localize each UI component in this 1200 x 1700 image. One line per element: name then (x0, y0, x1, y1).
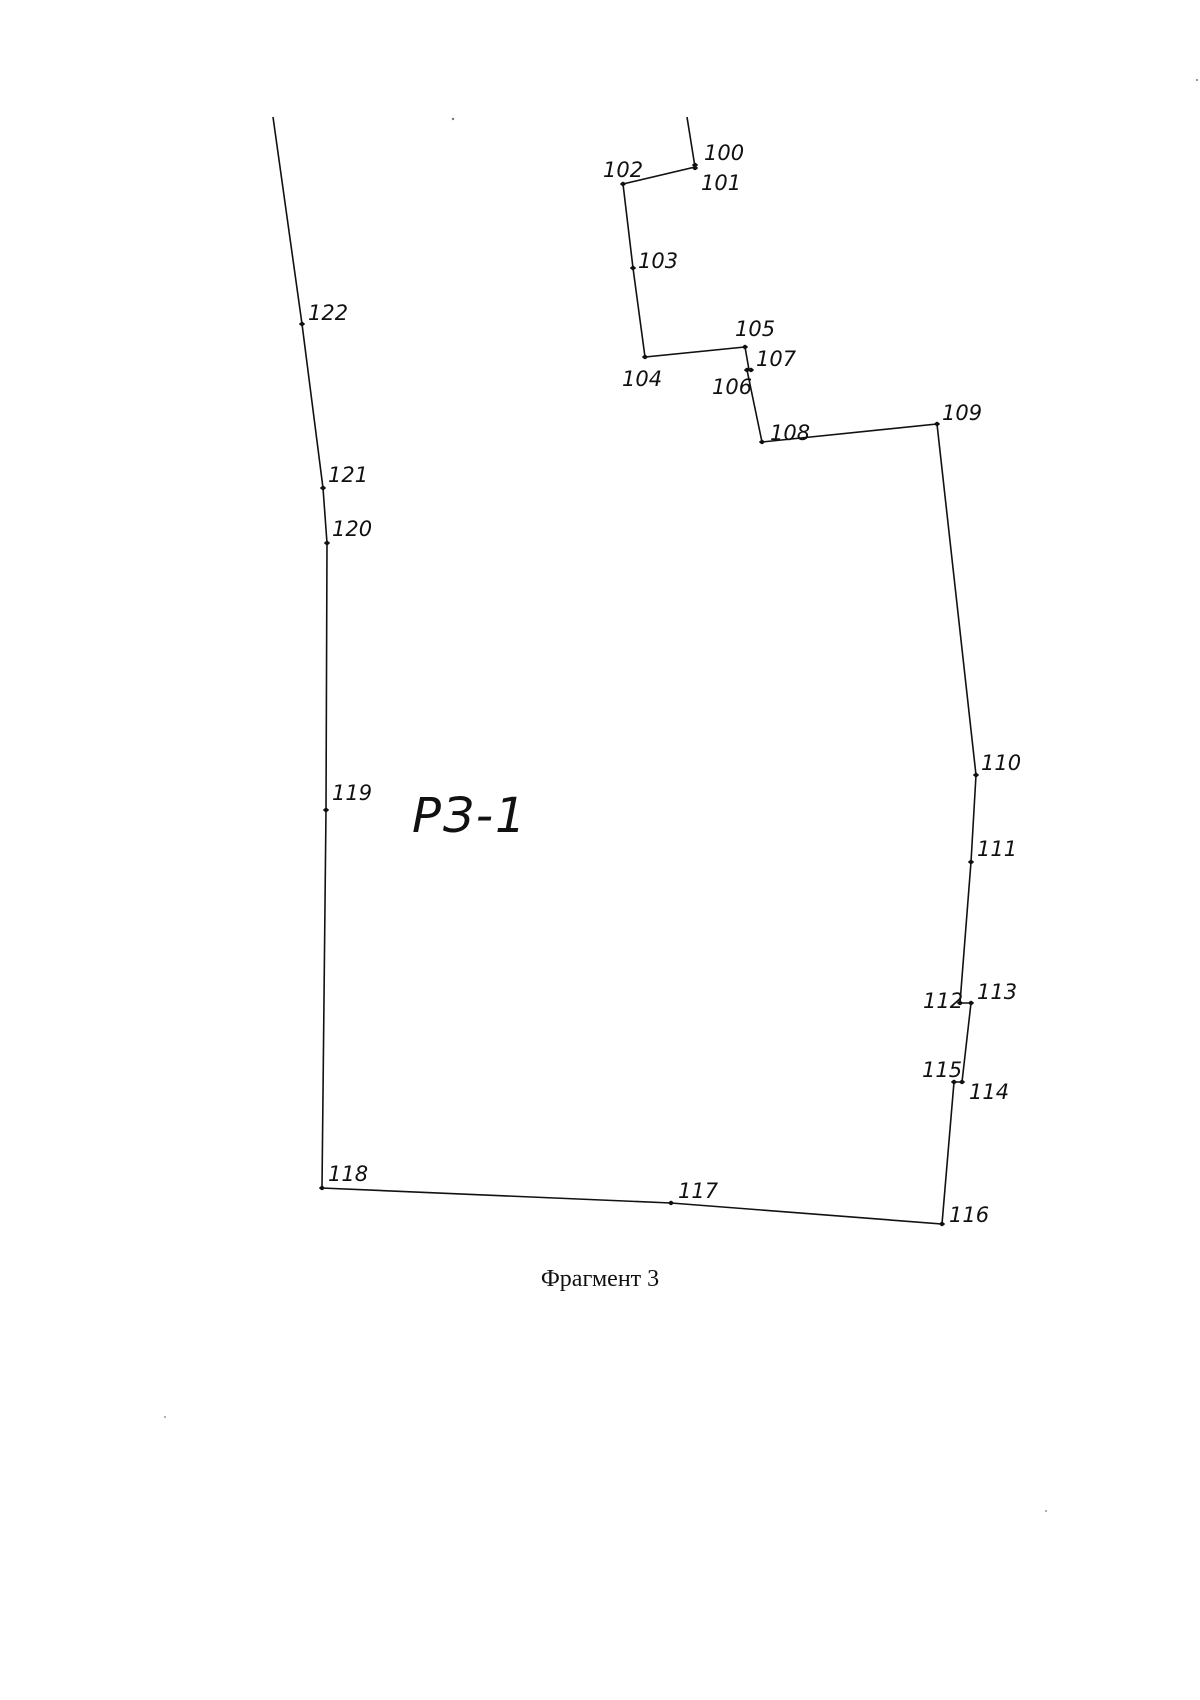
vertex-label-113: 113 (977, 980, 1017, 1004)
vertex-label-118: 118 (328, 1162, 368, 1186)
vertex-label-101: 101 (701, 171, 741, 195)
vertex-label-108: 108 (770, 421, 810, 445)
scan-speck (451, 117, 455, 121)
vertex-label-116: 116 (949, 1203, 989, 1227)
vertex-label-117: 117 (678, 1179, 719, 1203)
vertex-label-102: 102 (603, 158, 643, 182)
vertex-label-109: 109 (942, 401, 982, 425)
zone-boundary-line (272, 116, 977, 1225)
figure-caption: Фрагмент 3 (540, 1266, 660, 1292)
vertex-label-119: 119 (332, 781, 372, 805)
vertex-label-112: 112 (923, 989, 963, 1013)
vertex-label-107: 107 (756, 347, 797, 371)
vertex-label-100: 100 (704, 141, 744, 165)
vertex-label-110: 110 (981, 751, 1021, 775)
vertex-label-105: 105 (735, 317, 775, 341)
zone-label: РЗ-1 (412, 788, 528, 844)
scan-speck (1045, 1510, 1047, 1512)
vertex-label-115: 115 (922, 1058, 962, 1082)
vertex-label-121: 121 (328, 463, 368, 487)
vertex-label-120: 120 (332, 517, 372, 541)
vertex-label-106: 106 (712, 375, 752, 399)
vertex-label-104: 104 (622, 367, 662, 391)
vertex-label-114: 114 (969, 1080, 1009, 1104)
scan-speck (164, 1416, 166, 1418)
vertex-label-122: 122 (308, 301, 348, 325)
scan-speck (1196, 79, 1198, 81)
vertex-label-111: 111 (977, 837, 1017, 861)
vertex-label-103: 103 (638, 249, 678, 273)
